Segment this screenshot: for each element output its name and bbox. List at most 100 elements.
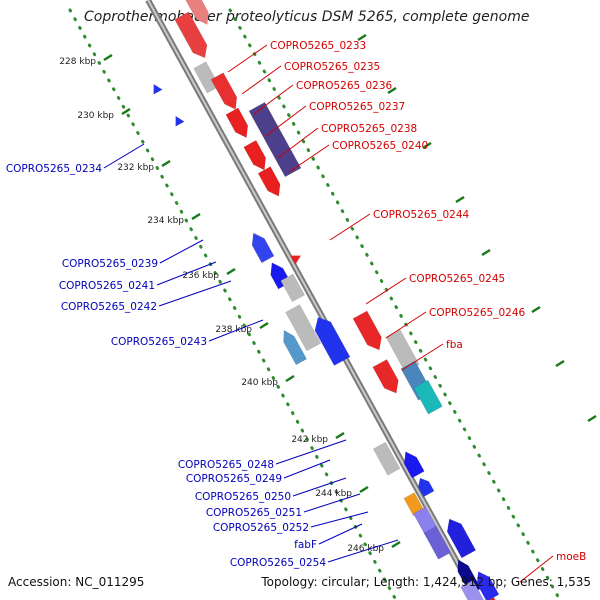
leader-line: [156, 261, 217, 286]
accession-text: Accession: NC_011295: [8, 575, 145, 589]
gene-label-copro5265-0254[interactable]: COPRO5265_0254: [230, 557, 327, 569]
kbp-tick-label: 228 kbp: [59, 57, 96, 67]
gene-label-copro5265-0238[interactable]: COPRO5265_0238: [321, 123, 417, 135]
tick-mark: [387, 86, 397, 95]
gene-label-copro5265-0234[interactable]: COPRO5265_0234: [6, 163, 103, 175]
gene-fba[interactable]: [413, 379, 443, 415]
leader-line: [327, 539, 399, 563]
gene-0245b[interactable]: [372, 359, 403, 397]
leader-line: [365, 277, 407, 305]
gene-0236[interactable]: [210, 72, 242, 113]
leader-line: [277, 127, 319, 159]
gene-label-copro5265-0241[interactable]: COPRO5265_0241: [59, 280, 155, 292]
leader-line: [227, 44, 268, 73]
tick-mark: [259, 321, 269, 330]
gene-features[interactable]: [149, 0, 500, 600]
topology-text: Topology: circular; Length: 1,424,912 bp…: [261, 575, 591, 589]
leader-line: [283, 459, 331, 479]
gene-label-copro5265-0251[interactable]: COPRO5265_0251: [206, 507, 302, 519]
gene-label-copro5265-0248[interactable]: COPRO5265_0248: [178, 459, 274, 471]
gene-label-copro5265-0244[interactable]: COPRO5265_0244: [373, 209, 470, 221]
gene-label-copro5265-0237[interactable]: COPRO5265_0237: [309, 101, 405, 113]
marker-0234-a[interactable]: [149, 82, 163, 95]
leader-line: [401, 343, 444, 371]
gene-0239-a[interactable]: [279, 327, 307, 366]
gene-label-moeb[interactable]: moeB: [556, 551, 586, 563]
leader-line: [292, 477, 347, 497]
gene-0240[interactable]: [248, 102, 302, 178]
tick-mark: [357, 33, 367, 42]
dotted-guide-left: [68, 8, 398, 600]
leader-line: [158, 280, 232, 307]
leader-line: [288, 144, 330, 173]
kbp-tick-label: 230 kbp: [77, 111, 114, 121]
tick-mark: [285, 374, 295, 383]
kbp-tick-label: 234 kbp: [147, 216, 184, 226]
backbone-highlight: [147, 0, 479, 600]
gene-0239[interactable]: [247, 230, 275, 264]
kbp-tick-label: 246 kbp: [347, 544, 384, 554]
gene-0242-shade[interactable]: [280, 273, 305, 303]
leader-line: [159, 239, 204, 264]
gene-label-copro5265-0243[interactable]: COPRO5265_0243: [111, 336, 207, 348]
dotted-guide-lines: [68, 8, 562, 600]
marker-0244[interactable]: [290, 251, 304, 265]
kbp-tick-label: 240 kbp: [241, 378, 278, 388]
gene-label-copro5265-0233[interactable]: COPRO5265_0233: [270, 40, 366, 52]
gene-0233-shade[interactable]: [181, 0, 214, 28]
leader-line: [329, 213, 371, 241]
gene-0238[interactable]: [243, 139, 271, 173]
leader-line: [385, 311, 427, 339]
gene-label-copro5265-0252[interactable]: COPRO5265_0252: [213, 522, 309, 534]
gene-label-copro5265-0249[interactable]: COPRO5265_0249: [186, 473, 282, 485]
kbp-tick-label: 236 kbp: [182, 271, 219, 281]
leader-line: [253, 84, 294, 115]
gene-0243-shade[interactable]: [285, 304, 322, 352]
gene-label-copro5265-0235[interactable]: COPRO5265_0235: [284, 61, 380, 73]
tick-mark: [531, 305, 541, 314]
gene-0244[interactable]: [257, 166, 285, 200]
tick-mark: [587, 414, 597, 423]
gene-0243[interactable]: [310, 313, 351, 366]
gene-0254-shade[interactable]: [460, 579, 488, 600]
gene-0250[interactable]: [403, 492, 425, 517]
kbp-ticks: 228 kbp 230 kbp 232 kbp 234 kbp 236 kbp 238 k…: [59, 33, 597, 554]
tick-mark: [121, 107, 131, 116]
leader-line: [303, 493, 361, 513]
gene-label-copro5265-0250[interactable]: COPRO5265_0250: [195, 491, 291, 503]
tick-mark: [391, 540, 401, 549]
gene-label-fabf[interactable]: fabF: [294, 539, 317, 551]
tick-mark: [335, 431, 345, 440]
marker-0234-b[interactable]: [171, 114, 185, 127]
kbp-tick-label: 238 kbp: [215, 325, 252, 335]
gene-label-copro5265-0240[interactable]: COPRO5265_0240: [332, 140, 428, 152]
tick-mark: [226, 267, 236, 276]
gene-0248-shade[interactable]: [372, 441, 401, 476]
gene-0254b[interactable]: [472, 568, 500, 600]
kbp-tick-label: 242 kbp: [291, 435, 328, 445]
gene-0252[interactable]: [423, 525, 452, 560]
genome-backbone: [145, 0, 481, 600]
gene-fabF[interactable]: [442, 515, 477, 559]
leader-line: [519, 555, 554, 583]
gene-label-copro5265-0242[interactable]: COPRO5265_0242: [61, 301, 157, 313]
leader-line: [275, 439, 347, 465]
gene-label-copro5265-0239[interactable]: COPRO5265_0239: [62, 258, 158, 270]
gene-label-copro5265-0236[interactable]: COPRO5265_0236: [296, 80, 393, 92]
tick-mark: [455, 195, 465, 204]
leader-line: [310, 511, 369, 528]
gene-label-copro5265-0246[interactable]: COPRO5265_0246: [429, 307, 526, 319]
tick-mark: [422, 141, 432, 150]
gene-label-copro5265-0245[interactable]: COPRO5265_0245: [409, 273, 505, 285]
gene-0248[interactable]: [399, 448, 425, 479]
gene-labels[interactable]: COPRO5265_0233COPRO5265_0235COPRO5265_02…: [6, 40, 587, 569]
gene-0233[interactable]: [174, 11, 212, 62]
tick-mark: [103, 53, 113, 62]
gene-label-fba[interactable]: fba: [446, 339, 463, 351]
gene-0237[interactable]: [225, 107, 253, 141]
gene-0249[interactable]: [415, 475, 435, 498]
gene-0245[interactable]: [352, 310, 386, 354]
tick-mark: [191, 212, 201, 221]
kbp-tick-label: 232 kbp: [117, 163, 154, 173]
